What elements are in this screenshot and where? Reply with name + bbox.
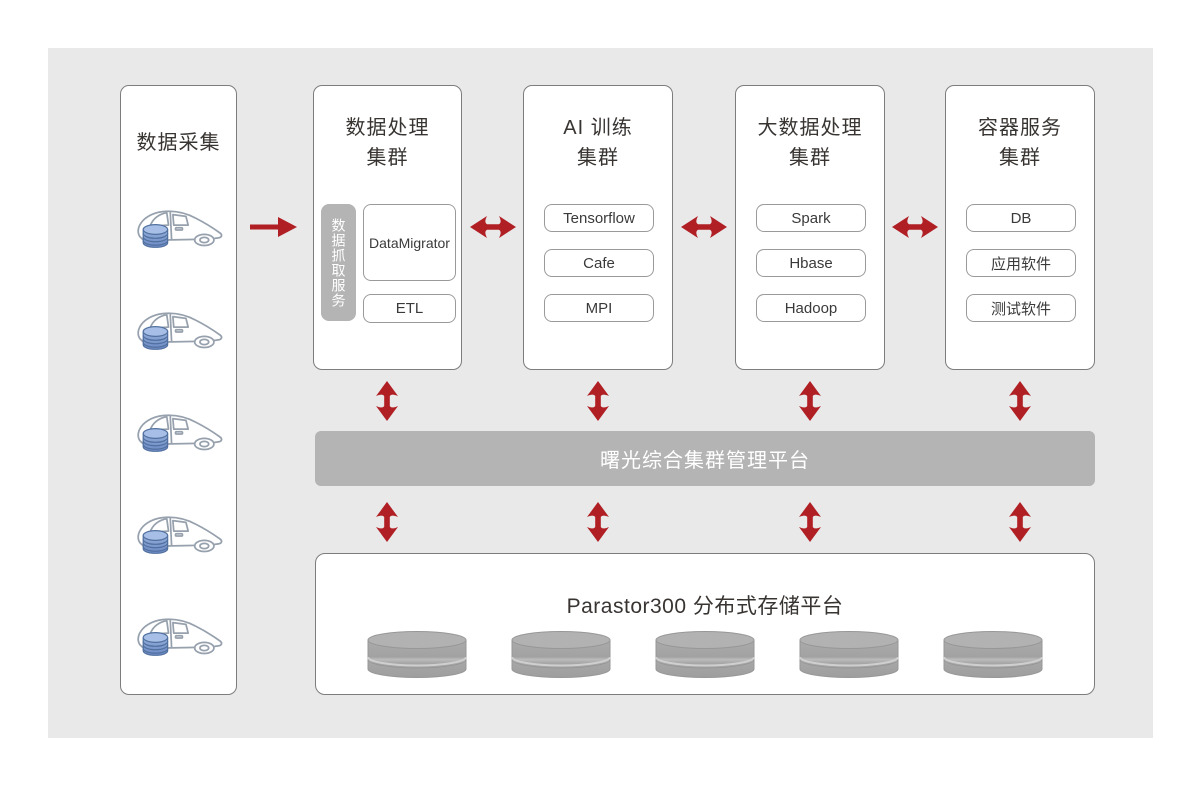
cluster-box-data-processing: 数据处理 集群 数据抓取服务 DataMigrator ETL	[313, 85, 462, 370]
car-icon	[131, 408, 227, 452]
software-item: 应用软件	[966, 249, 1076, 277]
cluster-title: 容器服务 集群	[978, 117, 1062, 169]
car-icon	[131, 204, 227, 248]
disk-cylinder-icon	[367, 631, 467, 679]
software-item: DB	[966, 204, 1076, 232]
background-panel: 数据采集 数据处理 集群 数据抓取服务 DataMigrator ETL AI …	[48, 48, 1153, 738]
sync-horizontal-arrow-icon	[681, 214, 727, 240]
disk-cylinder-icon	[655, 631, 755, 679]
sync-vertical-arrow-icon	[1007, 381, 1033, 421]
sync-vertical-arrow-icon	[374, 381, 400, 421]
disk-cylinder-icon	[799, 631, 899, 679]
software-item: ETL	[363, 294, 456, 323]
storage-platform-box: Parastor300 分布式存储平台	[315, 553, 1095, 695]
software-item: DataMigrator	[363, 204, 456, 281]
software-item: MPI	[544, 294, 654, 322]
car-icon	[131, 612, 227, 656]
sync-vertical-arrow-icon	[585, 502, 611, 542]
sync-vertical-arrow-icon	[797, 502, 823, 542]
cluster-box-container-service: 容器服务 集群 DB 应用软件 测试软件	[945, 85, 1095, 370]
software-item: Hbase	[756, 249, 866, 277]
data-collection-box: 数据采集	[120, 85, 237, 695]
software-item: Tensorflow	[544, 204, 654, 232]
cluster-title: AI 训练 集群	[563, 117, 633, 169]
flow-right-arrow-icon	[250, 214, 298, 240]
disk-cylinder-icon	[943, 631, 1043, 679]
software-item: Hadoop	[756, 294, 866, 322]
sync-vertical-arrow-icon	[1007, 502, 1033, 542]
car-icon	[131, 510, 227, 554]
management-platform-label: 曙光综合集群管理平台	[600, 450, 810, 472]
cluster-title: 大数据处理 集群	[757, 117, 863, 169]
storage-platform-title: Parastor300 分布式存储平台	[566, 595, 844, 618]
software-item: Spark	[756, 204, 866, 232]
data-collection-title: 数据采集	[136, 132, 221, 154]
software-item: 测试软件	[966, 294, 1076, 322]
disk-cylinder-icon	[511, 631, 611, 679]
software-item: Cafe	[544, 249, 654, 277]
sync-horizontal-arrow-icon	[470, 214, 516, 240]
sync-vertical-arrow-icon	[585, 381, 611, 421]
sync-vertical-arrow-icon	[797, 381, 823, 421]
cluster-box-ai-training: AI 训练 集群 Tensorflow Cafe MPI	[523, 85, 673, 370]
sync-vertical-arrow-icon	[374, 502, 400, 542]
management-platform-bar: 曙光综合集群管理平台	[315, 431, 1095, 486]
sync-horizontal-arrow-icon	[892, 214, 938, 240]
cluster-title: 数据处理 集群	[345, 117, 430, 169]
cluster-box-big-data: 大数据处理 集群 Spark Hbase Hadoop	[735, 85, 885, 370]
data-capture-service-label: 数据抓取服务	[321, 204, 356, 321]
disk-row	[316, 631, 1094, 679]
car-icon	[131, 306, 227, 350]
